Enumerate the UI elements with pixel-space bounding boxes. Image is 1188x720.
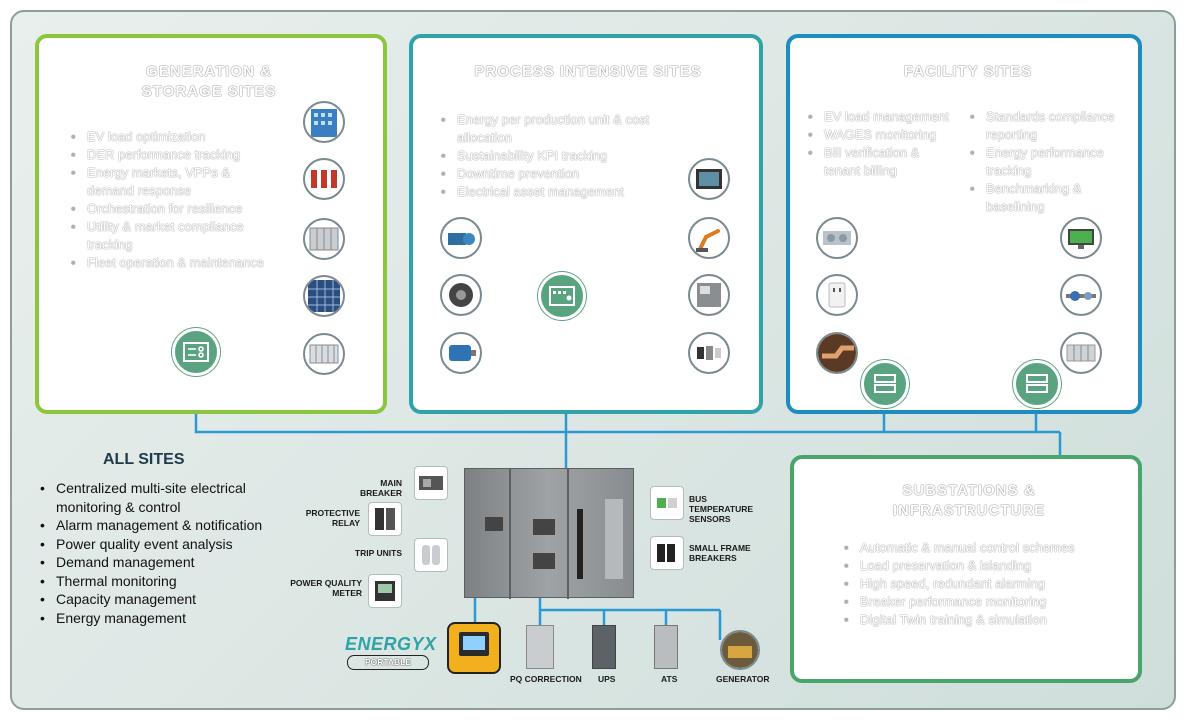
pq-correction-icon bbox=[526, 625, 554, 669]
list-item: Load preservation & islanding bbox=[844, 557, 1114, 575]
list-item: Demand management bbox=[40, 553, 302, 572]
power-quality-meter-label: POWER QUALITY METER bbox=[290, 578, 362, 598]
ats-label: ATS bbox=[661, 674, 678, 684]
process-intensive-list: Energy per production unit & cost alloca… bbox=[441, 111, 701, 201]
list-item: WAGES monitoring bbox=[808, 126, 958, 144]
substations-panel: SUBSTATIONS & INFRASTRUCTURE Automatic &… bbox=[790, 455, 1142, 683]
motor-icon bbox=[440, 332, 482, 374]
list-item: Standards compliance reporting bbox=[970, 108, 1135, 144]
substations-title: SUBSTATIONS & INFRASTRUCTURE bbox=[892, 482, 1046, 519]
facility-hub-left-icon bbox=[861, 360, 909, 408]
ats-icon bbox=[654, 625, 678, 669]
meter-hub-icon bbox=[538, 272, 586, 320]
list-item: Capacity management bbox=[40, 590, 302, 609]
bus-temperature-label: BUS TEMPERATURE SENSORS bbox=[689, 494, 754, 524]
list-item: Sustainability KPI tracking bbox=[441, 147, 701, 165]
energyx-portable-badge: PORTABLE bbox=[347, 655, 429, 670]
container-icon bbox=[303, 333, 345, 375]
list-item: Benchmarking & baselining bbox=[970, 180, 1135, 216]
facility-hub-right-icon bbox=[1013, 360, 1061, 408]
monitor-icon bbox=[1060, 217, 1102, 259]
valves-icon bbox=[1060, 274, 1102, 316]
list-item: Downtime prevention bbox=[441, 165, 701, 183]
pump-icon bbox=[440, 217, 482, 259]
list-item: Energy per production unit & cost alloca… bbox=[441, 111, 701, 147]
solar-panel-icon bbox=[303, 275, 345, 317]
main-breaker-icon bbox=[414, 466, 448, 500]
list-item: High speed, redundant alarming bbox=[844, 575, 1114, 593]
robot-arm-icon bbox=[688, 217, 730, 259]
pq-correction-label: PQ CORRECTION bbox=[510, 674, 582, 684]
ups-label: UPS bbox=[598, 674, 616, 684]
list-item: Fleet operation & maintenance bbox=[71, 254, 271, 272]
list-item: Breaker performance monitoring bbox=[844, 593, 1114, 611]
list-item: Thermal monitoring bbox=[40, 572, 302, 591]
list-item: Orchestration for resilience bbox=[71, 200, 271, 218]
list-item: Centralized multi-site electrical monito… bbox=[40, 479, 302, 516]
io-module-icon bbox=[1060, 332, 1102, 374]
power-quality-meter-icon bbox=[368, 574, 402, 608]
list-item: Bill verification & tenant billing bbox=[808, 144, 958, 180]
facility-title: FACILITY SITES bbox=[904, 63, 1032, 80]
chiller-icon bbox=[816, 217, 858, 259]
list-item: Automatic & manual control schemes bbox=[844, 539, 1114, 557]
piping-icon bbox=[816, 332, 858, 374]
controller-hub-icon bbox=[172, 328, 220, 376]
generator-label: GENERATOR bbox=[716, 674, 770, 684]
list-item: Electrical asset management bbox=[441, 183, 701, 201]
list-item: Energy performance tracking bbox=[970, 144, 1135, 180]
list-item: DER performance tracking bbox=[71, 146, 271, 164]
generation-storage-title: GENERATION & STORAGE SITES bbox=[141, 63, 277, 100]
process-intensive-title: PROCESS INTENSIVE SITES bbox=[474, 63, 702, 80]
outlet-icon bbox=[816, 274, 858, 316]
substations-list: Automatic & manual control schemes Load … bbox=[844, 539, 1114, 629]
list-item: Utility & market compliance tracking bbox=[71, 218, 271, 254]
trip-units-icon bbox=[414, 538, 448, 572]
devices-icon bbox=[688, 332, 730, 374]
battery-storage-icon bbox=[303, 218, 345, 260]
energyx-logo: ENERGYX bbox=[345, 634, 437, 654]
small-frame-breakers-icon bbox=[650, 536, 684, 570]
bus-temperature-icon bbox=[650, 486, 684, 520]
switchgear-cabinet bbox=[464, 468, 634, 599]
protective-relay-icon bbox=[368, 502, 402, 536]
all-sites-list: Centralized multi-site electrical monito… bbox=[40, 479, 302, 627]
hmi-screen-icon bbox=[688, 158, 730, 200]
list-item: Alarm management & notification bbox=[40, 516, 302, 535]
list-item: Energy management bbox=[40, 609, 302, 628]
ev-charger-icon bbox=[303, 158, 345, 200]
facility-list-right: Standards compliance reporting Energy pe… bbox=[970, 108, 1135, 216]
list-item: EV load management bbox=[808, 108, 958, 126]
building-icon bbox=[303, 101, 345, 143]
list-item: Power quality event analysis bbox=[40, 535, 302, 554]
ups-icon bbox=[592, 625, 616, 669]
control-panel-icon bbox=[688, 274, 730, 316]
all-sites-title: ALL SITES bbox=[103, 451, 185, 468]
list-item: Energy markets, VPPs & demand response bbox=[71, 164, 271, 200]
small-frame-breakers-label: SMALL FRAME BREAKERS bbox=[689, 543, 751, 563]
generator-icon bbox=[720, 630, 760, 670]
facility-list-left: EV load management WAGES monitoring Bill… bbox=[808, 108, 958, 180]
fan-icon bbox=[440, 274, 482, 316]
list-item: EV load optimization bbox=[71, 128, 271, 146]
energyx-portable-device-icon bbox=[447, 622, 501, 674]
main-breaker-label: MAIN BREAKER bbox=[359, 478, 402, 498]
generation-storage-list: EV load optimization DER performance tra… bbox=[71, 128, 271, 272]
list-item: Digital Twin training & simulation bbox=[844, 611, 1114, 629]
protective-relay-label: PROTECTIVE RELAY bbox=[305, 508, 360, 528]
trip-units-label: TRIP UNITS bbox=[354, 548, 402, 558]
